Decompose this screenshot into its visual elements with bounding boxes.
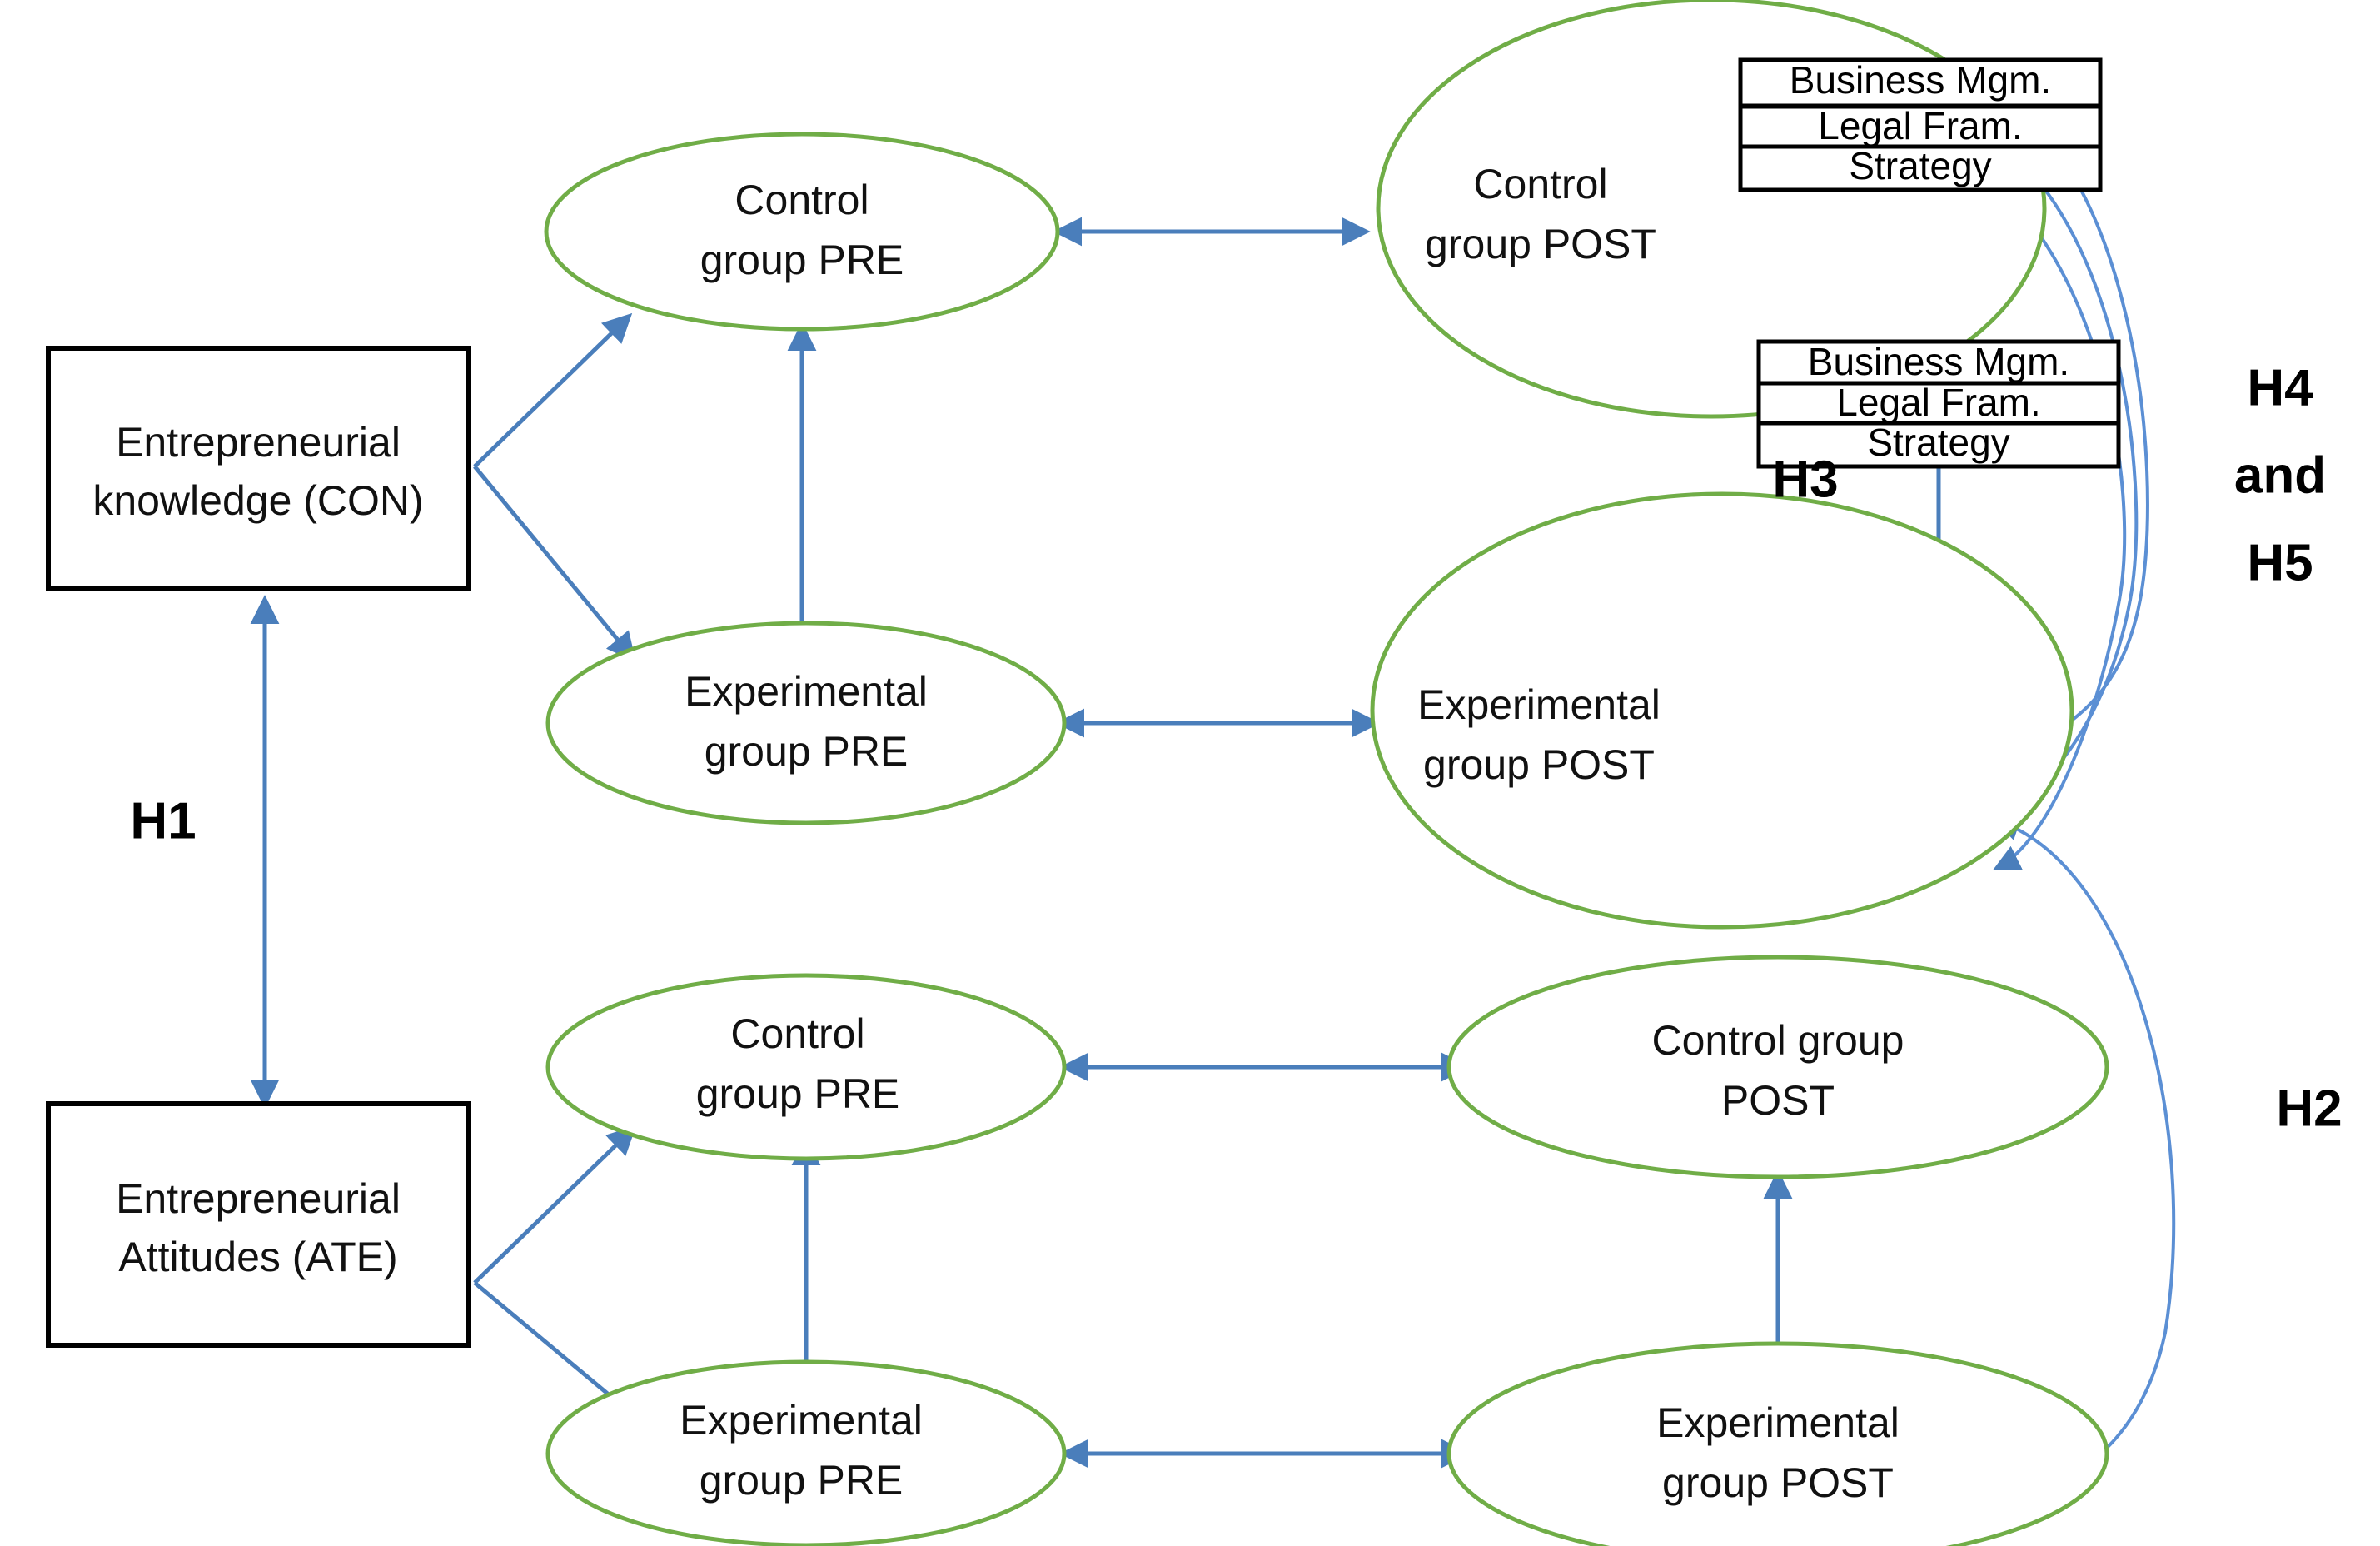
construct-ate-line2: Attitudes (ATE) xyxy=(118,1234,397,1280)
hypothesis-label-h3: H3 xyxy=(1772,451,1838,508)
ellipse-knowledge-experimental-pre[interactable] xyxy=(545,621,1067,825)
attitudes-control-post-line2: POST xyxy=(1721,1077,1835,1124)
connector-con-to-experimental-pre xyxy=(473,465,636,662)
connector-con-to-control-pre xyxy=(473,312,633,468)
ellipse-knowledge-experimental-post[interactable] xyxy=(1370,491,2074,930)
hypothesis-label-and: and xyxy=(2234,446,2326,504)
dimension-box-experimental-strategy[interactable] xyxy=(1756,421,2121,469)
dimension-label-control-business-mgm: Business Mgm. xyxy=(1790,58,2051,102)
dimension-label-experimental-legal-fram: Legal Fram. xyxy=(1836,381,2040,424)
construct-box-con[interactable] xyxy=(46,346,471,591)
attitudes-control-pre-line2: group PRE xyxy=(696,1070,900,1117)
attitudes-experimental-pre-line1: Experimental xyxy=(680,1397,923,1444)
hypothesis-label-h1: H1 xyxy=(130,792,196,850)
knowledge-control-pre-line1: Control xyxy=(734,177,869,223)
construct-box-ate[interactable] xyxy=(46,1101,471,1348)
dimension-label-experimental-strategy: Strategy xyxy=(1867,421,2009,464)
ellipse-knowledge-control-pre[interactable] xyxy=(544,132,1060,332)
connector-ate-to-control-pre xyxy=(473,1125,637,1284)
knowledge-experimental-post-line1: Experimental xyxy=(1417,681,1661,728)
knowledge-control-post-line1: Control xyxy=(1473,161,1607,207)
construct-ate-line1: Entrepreneurial xyxy=(116,1175,401,1222)
knowledge-experimental-pre-line2: group PRE xyxy=(705,728,909,775)
dimension-label-control-strategy: Strategy xyxy=(1849,144,1991,187)
construct-con-line1: Entrepreneurial xyxy=(116,419,401,466)
knowledge-control-post-line2: group POST xyxy=(1425,221,1656,267)
attitudes-experimental-pre-line2: group PRE xyxy=(700,1457,904,1504)
construct-con-line2: knowledge (CON) xyxy=(92,477,423,524)
dimension-label-experimental-business-mgm: Business Mgm. xyxy=(1808,340,2069,383)
dimension-box-experimental-legal-fram[interactable] xyxy=(1756,381,2121,430)
dimension-label-control-legal-fram: Legal Fram. xyxy=(1818,104,2022,147)
knowledge-experimental-post-line2: group POST xyxy=(1423,741,1655,788)
dimension-box-control-legal-fram[interactable] xyxy=(1738,104,2103,153)
connector-h4h5-strategy xyxy=(1968,164,2127,870)
hypothesis-label-h2: H2 xyxy=(2276,1080,2342,1137)
hypothesis-label-h4: H4 xyxy=(2247,359,2313,416)
dimension-box-control-business-mgm[interactable] xyxy=(1738,57,2103,108)
dimension-box-control-strategy[interactable] xyxy=(1738,144,2103,192)
ellipse-attitudes-experimental-pre[interactable] xyxy=(545,1359,1067,1546)
ellipse-attitudes-experimental-post[interactable] xyxy=(1446,1341,2109,1546)
ellipse-attitudes-control-pre[interactable] xyxy=(545,973,1067,1161)
attitudes-control-pre-line1: Control xyxy=(730,1010,864,1057)
ellipse-attitudes-control-post[interactable] xyxy=(1446,955,2109,1179)
dimension-box-experimental-business-mgm[interactable] xyxy=(1756,339,2121,390)
knowledge-control-pre-line2: group PRE xyxy=(700,237,904,283)
attitudes-experimental-post-line2: group POST xyxy=(1662,1459,1894,1506)
attitudes-control-post-line1: Control group xyxy=(1652,1017,1904,1064)
attitudes-experimental-post-line1: Experimental xyxy=(1656,1399,1900,1446)
knowledge-experimental-pre-line1: Experimental xyxy=(685,668,928,715)
hypothesis-label-h5: H5 xyxy=(2247,534,2313,591)
